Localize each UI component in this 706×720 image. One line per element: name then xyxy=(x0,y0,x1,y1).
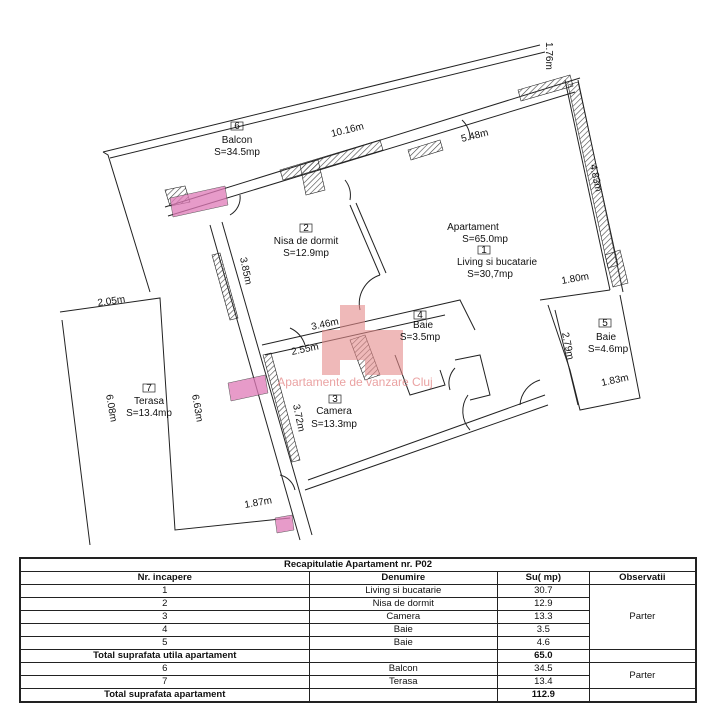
room-living: Apartament S=65.0mp 1 Living si bucatari… xyxy=(447,222,537,280)
room-balcon: 6 Balcon S=34.5mp xyxy=(214,121,260,158)
empty-cell xyxy=(588,688,697,703)
floor-plan: Apartamente de vanzare Cluj 6 Balcon S=3… xyxy=(59,42,641,546)
svg-text:Baie: Baie xyxy=(596,332,616,343)
svg-text:Camera: Camera xyxy=(316,406,352,417)
svg-text:S=13.4mp: S=13.4mp xyxy=(126,408,172,419)
cell: 12.9 xyxy=(496,597,590,611)
svg-text:1.80m: 1.80m xyxy=(561,271,590,287)
svg-text:Nisa de dormit: Nisa de dormit xyxy=(274,236,339,247)
cell-observatii: Parter xyxy=(588,584,697,650)
svg-text:Apartament: Apartament xyxy=(447,222,499,233)
svg-text:Baie: Baie xyxy=(413,320,433,331)
balcony-outline xyxy=(102,44,541,153)
svg-text:S=13.3mp: S=13.3mp xyxy=(311,419,357,430)
room-camera: 3 Camera S=13.3mp xyxy=(311,394,357,430)
svg-text:6: 6 xyxy=(234,121,240,132)
svg-text:S=65.0mp: S=65.0mp xyxy=(462,234,508,245)
subtotal-value: 65.0 xyxy=(496,649,590,663)
header-su: Su( mp) xyxy=(496,571,590,585)
svg-text:S=12.9mp: S=12.9mp xyxy=(283,248,329,259)
total-row: Total suprafata apartament 112.9 xyxy=(19,688,697,703)
cell: Baie xyxy=(308,623,498,637)
room-terasa: 7 Terasa S=13.4mp xyxy=(126,383,172,419)
svg-text:S=4.6mp: S=4.6mp xyxy=(588,344,629,355)
svg-text:3.72m: 3.72m xyxy=(290,403,307,432)
subtotal-label: Total suprafata utila apartament xyxy=(19,649,310,663)
svg-text:S=30,7mp: S=30,7mp xyxy=(467,269,513,280)
table-row: 2 Nisa de dormit 12.9 xyxy=(19,597,696,611)
table-row: 1 Living si bucatarie 30.7 Parter xyxy=(19,584,697,650)
total-value: 112.9 xyxy=(496,688,590,703)
svg-text:Terasa: Terasa xyxy=(134,396,164,407)
cell: 6 xyxy=(19,662,310,676)
svg-text:4: 4 xyxy=(417,310,423,321)
total-label: Total suprafata apartament xyxy=(19,688,310,703)
terrace-outline xyxy=(59,297,291,531)
cell: Camera xyxy=(308,610,498,624)
svg-text:6.63m: 6.63m xyxy=(189,394,205,423)
cell: 4.6 xyxy=(496,636,590,650)
svg-text:3: 3 xyxy=(332,394,338,405)
cell: Baie xyxy=(308,636,498,650)
wall-right xyxy=(564,79,611,291)
empty-cell xyxy=(308,649,498,663)
table-row: 7 Terasa 13.4 xyxy=(19,675,696,689)
header-denumire: Denumire xyxy=(308,571,498,585)
room-baie-5: 5 Baie S=4.6mp xyxy=(588,318,629,355)
cell: Nisa de dormit xyxy=(308,597,498,611)
room-baie-4: 4 Baie S=3.5mp xyxy=(400,310,441,343)
cell: 1 xyxy=(19,584,310,598)
svg-text:2.05m: 2.05m xyxy=(97,294,126,309)
area-summary-table: Recapitulatie Apartament nr. P02 Nr. inc… xyxy=(19,557,697,703)
cell: 7 xyxy=(19,675,310,689)
table-title: Recapitulatie Apartament nr. P02 xyxy=(19,557,697,572)
cell: 2 xyxy=(19,597,310,611)
svg-text:10.16m: 10.16m xyxy=(330,121,365,140)
header-nr: Nr. incapere xyxy=(19,571,310,585)
subtotal-row: Total suprafata utila apartament 65.0 xyxy=(19,649,697,663)
cell: 4 xyxy=(19,623,310,637)
room-nisa: 2 Nisa de dormit S=12.9mp xyxy=(274,223,339,259)
cell-observatii: Parter xyxy=(588,662,697,689)
svg-text:S=3.5mp: S=3.5mp xyxy=(400,332,441,343)
wall-bottom xyxy=(304,404,549,491)
svg-text:5: 5 xyxy=(602,318,608,329)
cell: Terasa xyxy=(308,675,498,689)
cell: 3 xyxy=(19,610,310,624)
svg-text:Balcon: Balcon xyxy=(222,135,253,146)
cell: 30.7 xyxy=(496,584,590,598)
table-row: 6 Balcon 34.5 Parter xyxy=(19,662,697,689)
dimensions: 1.76m 10.16m 5.48m 4.83m 3.85m 1.80m 2.0… xyxy=(97,42,630,511)
svg-text:2.55m: 2.55m xyxy=(290,341,319,358)
svg-text:Living si bucatarie: Living si bucatarie xyxy=(457,257,537,268)
svg-text:2: 2 xyxy=(303,223,309,234)
cell: 3.5 xyxy=(496,623,590,637)
cell: 34.5 xyxy=(496,662,590,676)
svg-text:1.76m: 1.76m xyxy=(543,42,554,70)
svg-text:1.83m: 1.83m xyxy=(600,372,629,389)
svg-text:1: 1 xyxy=(481,245,487,256)
header-observatii: Observatii xyxy=(588,571,697,585)
svg-text:1.87m: 1.87m xyxy=(244,495,273,511)
cell: 5 xyxy=(19,636,310,650)
cell: Living si bucatarie xyxy=(308,584,498,598)
pink-column xyxy=(169,185,229,218)
cell: 13.4 xyxy=(496,675,590,689)
empty-cell xyxy=(588,649,697,663)
svg-text:6.08m: 6.08m xyxy=(103,394,119,423)
empty-cell xyxy=(308,688,498,703)
svg-text:S=34.5mp: S=34.5mp xyxy=(214,147,260,158)
svg-text:7: 7 xyxy=(146,383,152,394)
svg-text:Apartamente de vanzare Cluj: Apartamente de vanzare Cluj xyxy=(277,375,432,389)
watermark: Apartamente de vanzare Cluj xyxy=(277,305,433,389)
table-row: 3 Camera 13.3 xyxy=(19,610,696,624)
cell: Balcon xyxy=(308,662,498,676)
cell: 13.3 xyxy=(496,610,590,624)
svg-text:5.48m: 5.48m xyxy=(460,128,490,145)
